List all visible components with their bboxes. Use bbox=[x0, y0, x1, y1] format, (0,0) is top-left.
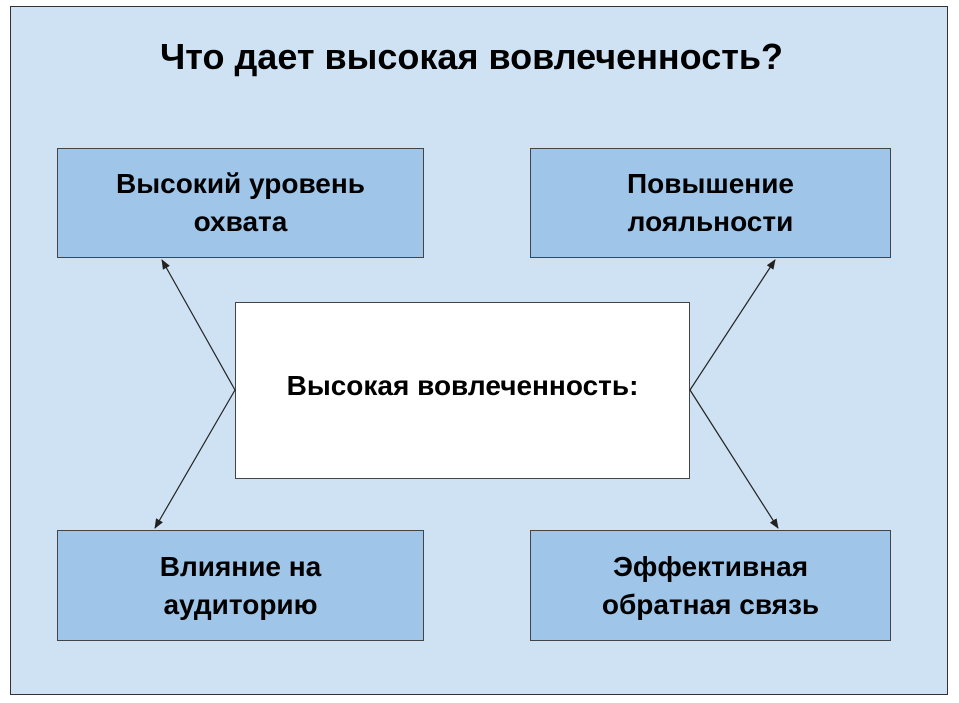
box-high-engagement: Высокая вовлеченность: bbox=[235, 302, 690, 479]
box-loyalty-increase-label: Повышение лояльности bbox=[627, 168, 794, 237]
box-effective-feedback: Эффективная обратная связь bbox=[530, 530, 891, 641]
box-loyalty-increase: Повышение лояльности bbox=[530, 148, 891, 258]
box-high-engagement-label: Высокая вовлеченность: bbox=[286, 369, 639, 401]
box-audience-influence: Влияние на аудиторию bbox=[57, 530, 424, 641]
box-audience-influence-label: Влияние на аудиторию bbox=[159, 550, 322, 620]
box-high-reach: Высокий уровень охвата bbox=[57, 148, 424, 258]
diagram-title: Что дает высокая вовлеченность? bbox=[160, 36, 783, 77]
box-high-reach-label: Высокий уровень охвата bbox=[116, 168, 365, 237]
box-effective-feedback-label: Эффективная обратная связь bbox=[601, 550, 820, 620]
